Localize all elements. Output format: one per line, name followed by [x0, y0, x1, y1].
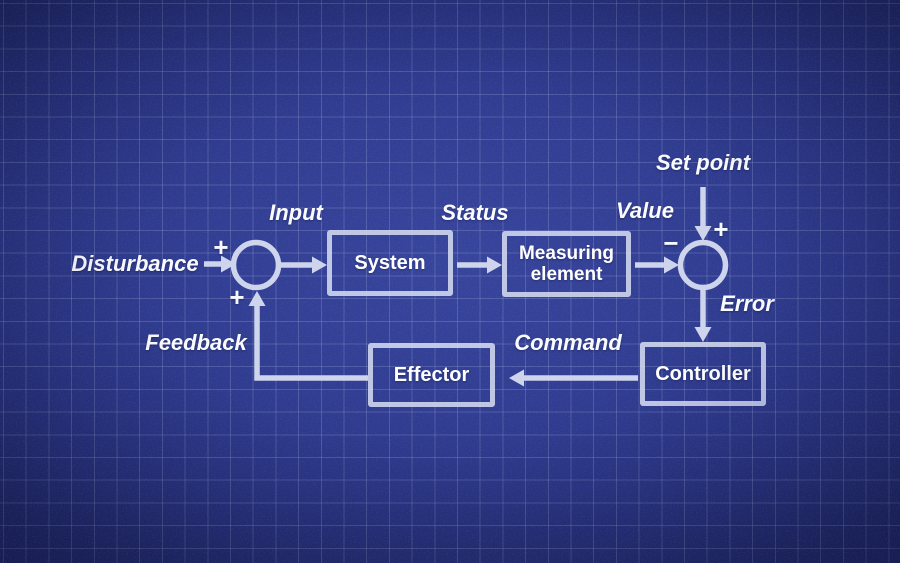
- blueprint-canvas: System Measuring element Controller Effe…: [0, 0, 900, 563]
- vignette-overlay: [0, 0, 900, 563]
